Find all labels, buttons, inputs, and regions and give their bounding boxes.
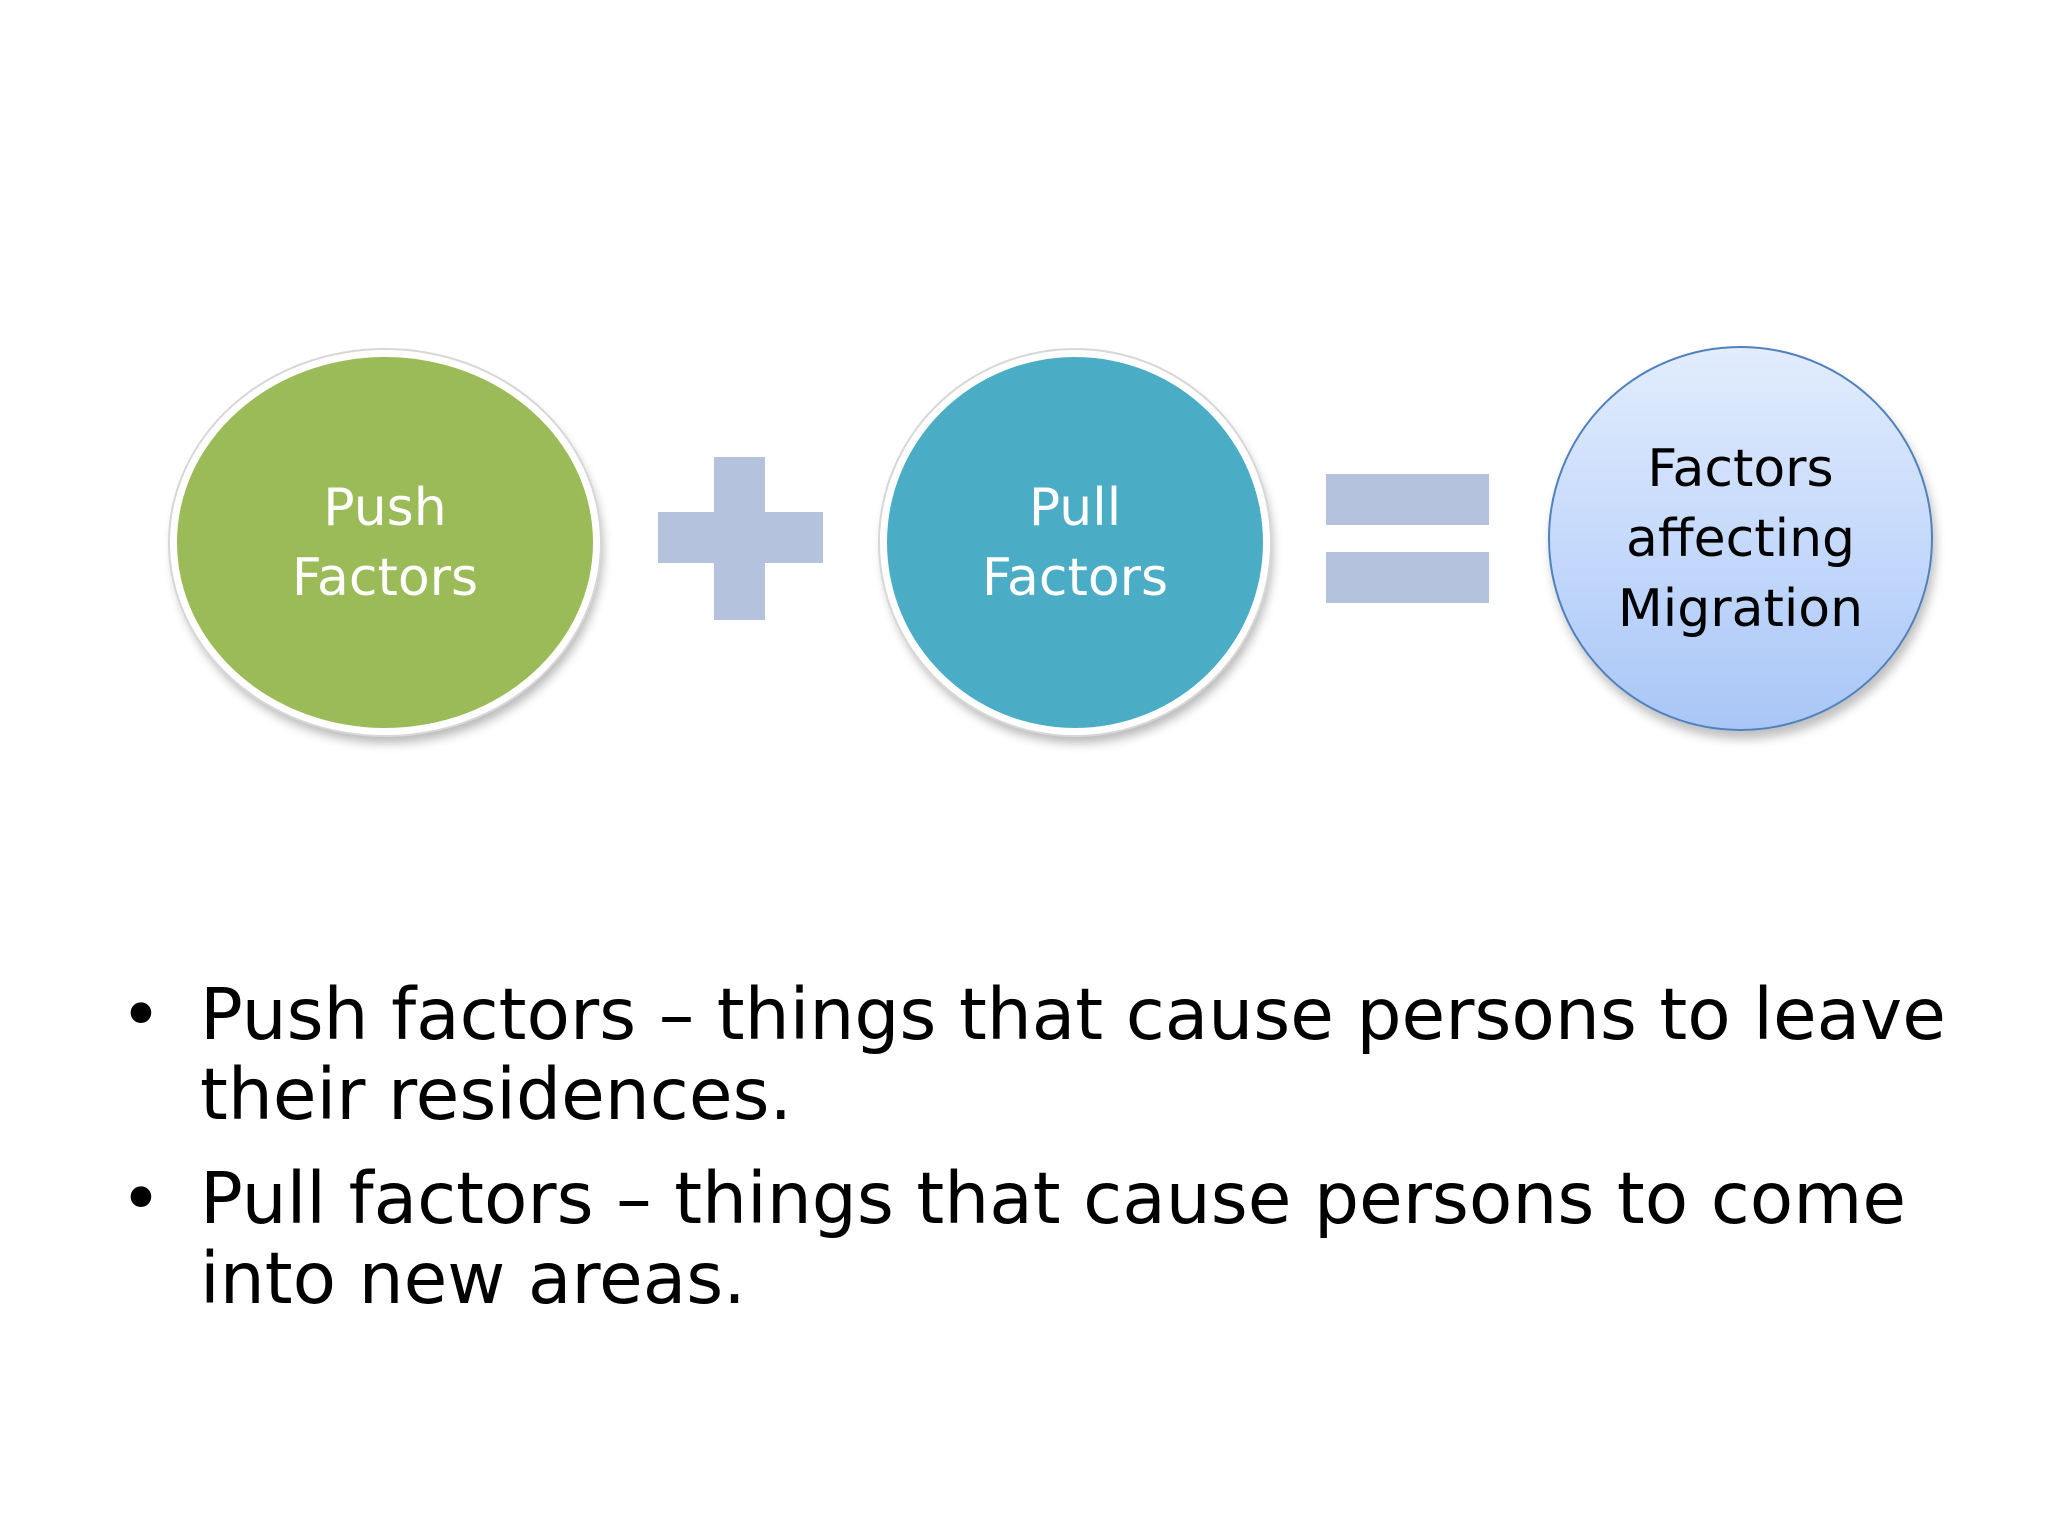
list-item: • Push factors – things that cause perso… (120, 975, 1970, 1135)
factors-affecting-migration-label: Factors affecting Migration (1617, 438, 1864, 639)
push-factors-definition: Push factors – things that cause persons… (200, 973, 1946, 1136)
equals-top-bar (1326, 474, 1489, 525)
push-factors-label: Push Factors (291, 477, 479, 608)
push-factors-circle: Push Factors (170, 350, 600, 735)
bullet-icon: • (120, 973, 162, 1056)
equals-bottom-bar (1326, 552, 1489, 603)
definitions-list: • Push factors – things that cause perso… (120, 975, 1970, 1343)
pull-factors-label: Pull Factors (981, 477, 1169, 608)
list-item: • Pull factors – things that cause perso… (120, 1159, 1970, 1319)
pull-factors-circle: Pull Factors (880, 350, 1270, 735)
bullet-icon: • (120, 1157, 162, 1240)
plus-vertical-bar (714, 457, 765, 620)
factors-affecting-migration-circle: Factors affecting Migration (1548, 346, 1933, 731)
pull-factors-definition: Pull factors – things that cause persons… (200, 1157, 1907, 1320)
